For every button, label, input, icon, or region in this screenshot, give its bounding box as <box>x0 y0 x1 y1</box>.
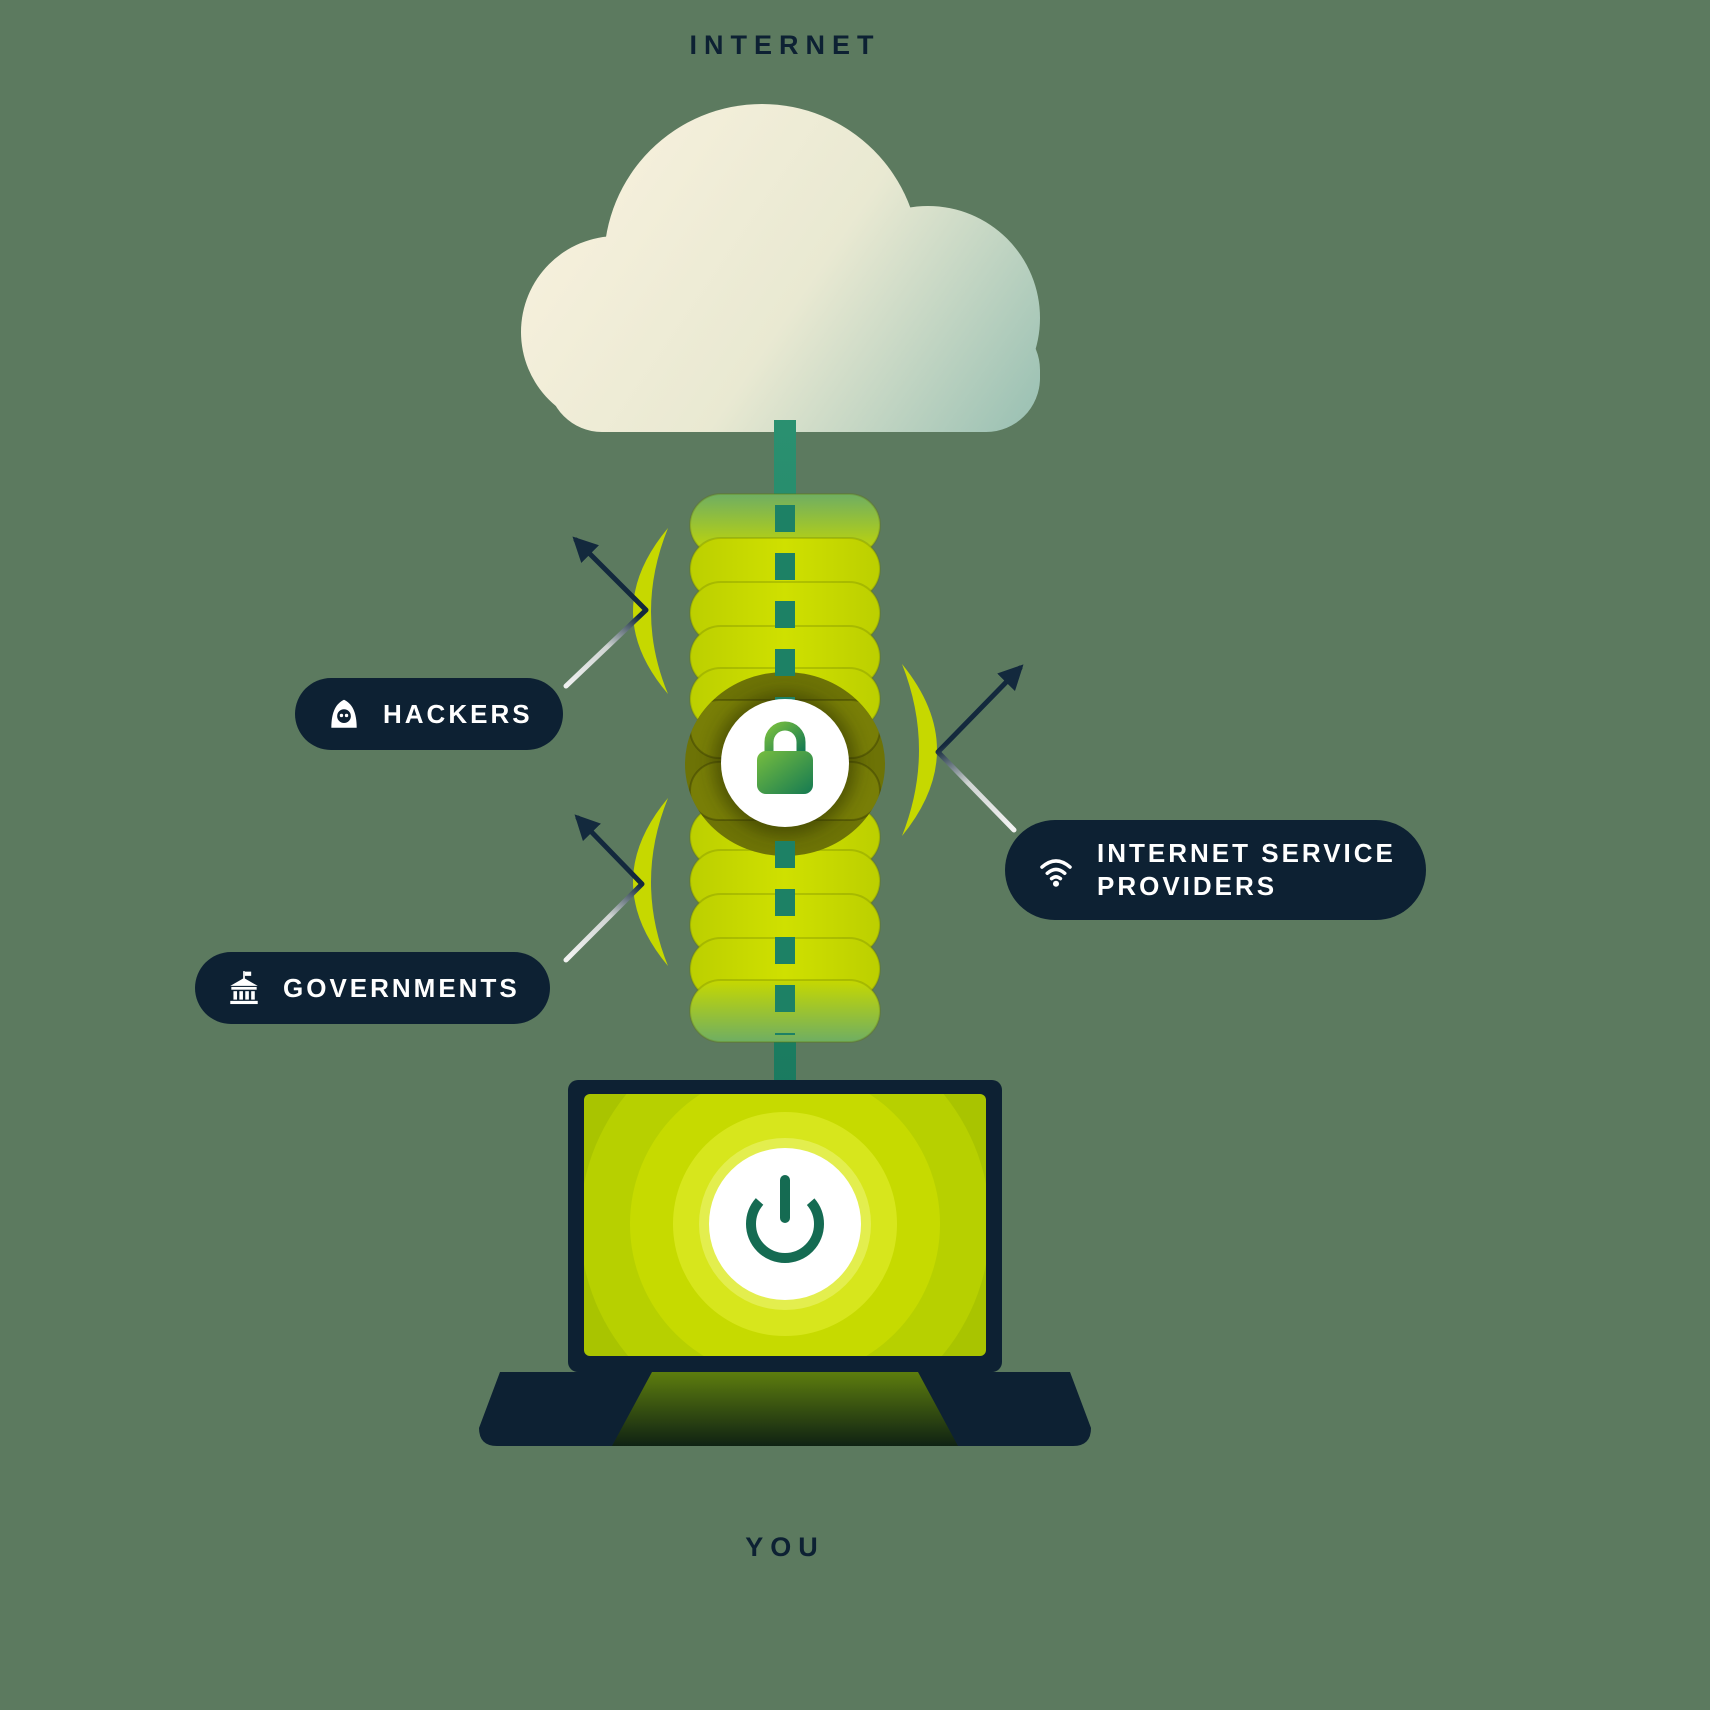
deflect-arrow-isp <box>935 664 1024 833</box>
isp-pill: INTERNET SERVICE PROVIDERS <box>1005 820 1426 920</box>
you-label: YOU <box>745 1532 825 1562</box>
deflected-arrows <box>563 536 1024 963</box>
hackers-pill: HACKERS <box>295 678 563 750</box>
deflection-shields <box>633 528 937 966</box>
power-icon <box>746 1175 824 1263</box>
internet-label: INTERNET <box>689 30 881 60</box>
lock-badge <box>721 699 849 827</box>
hackers-label: HACKERS <box>383 698 533 729</box>
deflect-arrow-hackers <box>563 536 649 689</box>
cloud-icon <box>521 104 1040 432</box>
shield-crescent-upper-left <box>633 528 668 694</box>
wifi-icon <box>1040 859 1072 887</box>
padlock-icon <box>757 721 813 794</box>
shield-crescent-right <box>902 664 937 836</box>
governments-label: GOVERNMENTS <box>283 972 520 1003</box>
power-button[interactable] <box>709 1148 861 1300</box>
isp-label-line1: INTERNET SERVICE <box>1097 838 1396 868</box>
governments-pill: GOVERNMENTS <box>195 952 550 1024</box>
laptop <box>479 1080 1091 1446</box>
deflect-arrow-governments <box>563 814 645 963</box>
shield-crescent-lower-left <box>633 798 668 966</box>
laptop-keyboard-glow <box>612 1372 958 1446</box>
isp-label-line2: PROVIDERS <box>1097 871 1278 901</box>
isp-label: INTERNET SERVICE PROVIDERS <box>1097 837 1396 903</box>
government-building-icon <box>230 971 258 1005</box>
hooded-hacker-icon <box>331 699 357 728</box>
